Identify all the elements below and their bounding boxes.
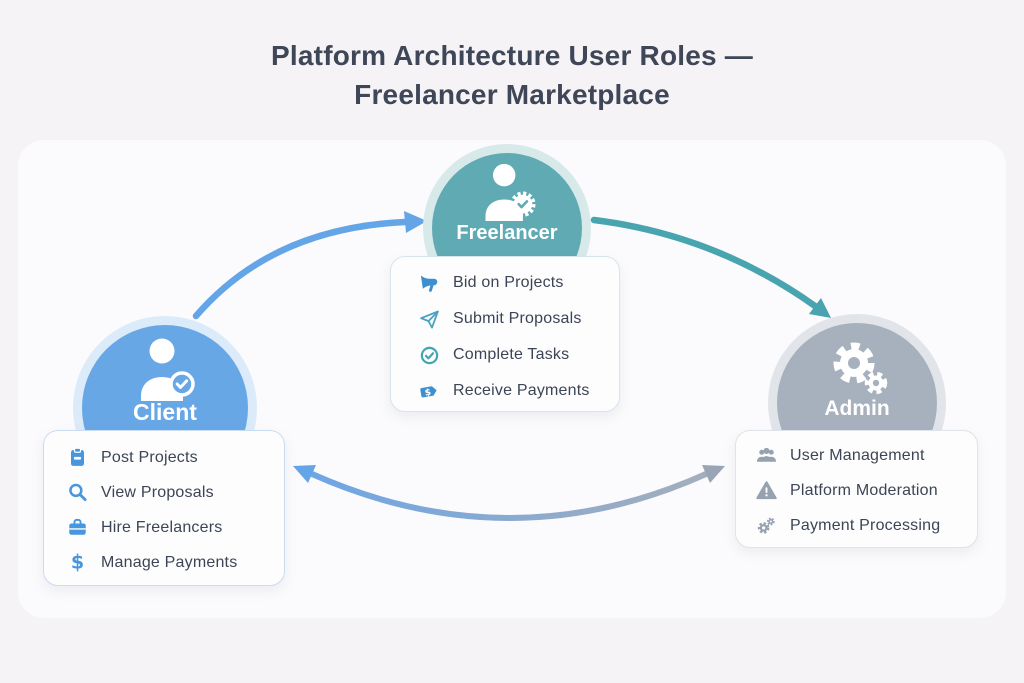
clipboard-icon: [66, 447, 88, 469]
list-item-label: Receive Payments: [453, 382, 590, 399]
list-item-label: Submit Proposals: [453, 310, 582, 327]
dollar-icon: $: [66, 552, 88, 574]
svg-text:$: $: [424, 387, 432, 398]
freelancer-label: Freelancer: [456, 222, 558, 244]
list-item-label: Payment Processing: [790, 516, 941, 534]
title-line-2: Freelancer Marketplace: [354, 79, 670, 110]
client-capabilities-card: Post Projects View Proposals Hire Freela…: [43, 430, 285, 586]
list-item-label: View Proposals: [101, 483, 214, 501]
list-item: Platform Moderation: [755, 473, 977, 508]
list-item: Bid on Projects: [418, 265, 619, 301]
list-item-label: User Management: [790, 446, 925, 464]
search-icon: [66, 482, 88, 504]
list-item: User Management: [755, 438, 977, 473]
briefcase-icon: [66, 517, 88, 539]
list-item: Post Projects: [66, 440, 284, 475]
gears-small-icon: [755, 515, 777, 537]
list-item-label: Complete Tasks: [453, 346, 570, 363]
svg-text:$: $: [70, 552, 83, 573]
list-item-label: Platform Moderation: [790, 481, 938, 499]
person-check-icon: [141, 338, 195, 401]
warning-icon: [755, 480, 777, 502]
list-item: Submit Proposals: [418, 301, 619, 337]
list-item-label: Hire Freelancers: [101, 518, 223, 536]
users-icon: [755, 445, 777, 467]
admin-capabilities-card: User Management Platform Moderation: [735, 430, 978, 548]
paper-plane-icon: [418, 308, 440, 330]
megaphone-icon: [418, 272, 440, 294]
list-item: $ Receive Payments: [418, 373, 619, 409]
freelancer-capabilities-card: Bid on Projects Submit Proposals Complet…: [390, 256, 620, 412]
list-item-label: Manage Payments: [101, 553, 238, 571]
title-line-1: Platform Architecture User Roles —: [271, 40, 753, 71]
gears-icon: [833, 342, 888, 395]
list-item: Complete Tasks: [418, 337, 619, 373]
list-item: View Proposals: [66, 475, 284, 510]
list-item: $ Manage Payments: [66, 545, 284, 580]
page-title: Platform Architecture User Roles — Freel…: [0, 36, 1024, 114]
list-item: Hire Freelancers: [66, 510, 284, 545]
person-badge-icon: [485, 163, 536, 221]
list-item-label: Bid on Projects: [453, 274, 564, 291]
price-tag-icon: $: [418, 380, 440, 402]
list-item: Payment Processing: [755, 508, 977, 543]
admin-label: Admin: [824, 397, 890, 420]
list-item-label: Post Projects: [101, 448, 198, 466]
client-label: Client: [133, 399, 197, 425]
check-circle-icon: [418, 344, 440, 366]
